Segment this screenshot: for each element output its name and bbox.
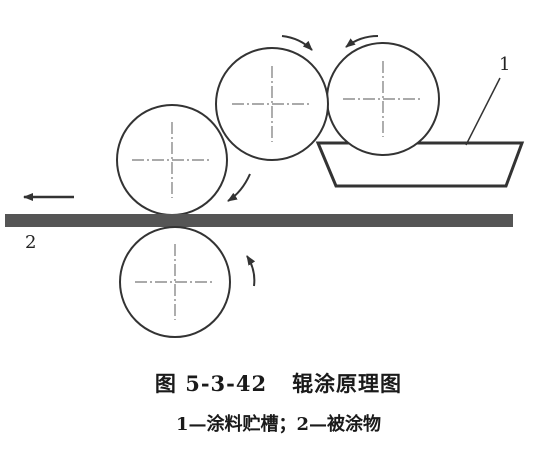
transfer-roller [215,47,329,161]
figure-caption-title: 图 5-3-42 辊涂原理图 [0,368,557,398]
rotation-arrow-lower [246,255,256,287]
tank-leader-line [465,77,501,146]
rotation-arrow-left-top [281,35,313,51]
rotation-arrow-middle [227,173,251,202]
figure-title: 辊涂原理图 [292,371,403,396]
coating-tank [315,141,525,188]
callout-1: 1 [499,54,510,75]
figure-legend: 1—涂料贮槽；2—被涂物 [175,414,382,435]
roller-coating-diagram: 1 2 [5,35,525,338]
applicator-roller [116,104,228,216]
backup-roller [119,226,231,338]
rotation-arrow-right-top [345,35,379,48]
callout-2: 2 [25,232,36,253]
substrate-sheet [5,214,513,227]
figure-number: 图 5-3-42 [154,371,268,396]
pickup-roller [326,42,440,156]
